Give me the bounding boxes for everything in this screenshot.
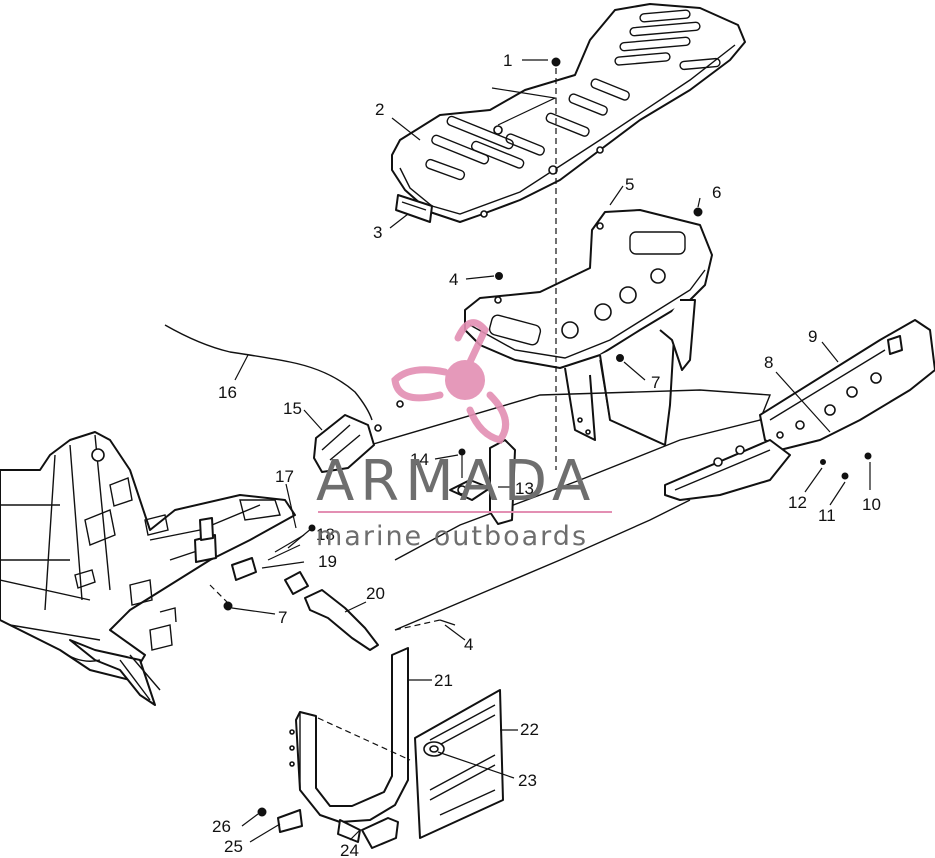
callout-16: 16 — [218, 383, 237, 402]
callout-12: 12 — [788, 493, 807, 512]
armada-watermark: ARMADA marine outboards — [316, 449, 612, 552]
watermark-brand: ARMADA — [316, 449, 596, 514]
callout-2: 2 — [375, 100, 384, 119]
rack-bracket-part — [395, 194, 433, 223]
tail-light-part — [164, 324, 404, 473]
callout-10: 10 — [862, 495, 881, 514]
callout-8: 8 — [764, 353, 773, 372]
callout-18: 18 — [316, 525, 335, 544]
callout-14: 14 — [410, 450, 429, 469]
callout-15: 15 — [283, 399, 302, 418]
callout-4-lower: 4 — [464, 635, 473, 654]
armada-propeller-logo — [391, 319, 510, 444]
callout-19: 19 — [318, 552, 337, 571]
strap-part — [304, 589, 379, 651]
mud-flap-part — [414, 689, 504, 839]
callout-numbers: 1 2 3 4 5 6 7 8 9 10 11 12 13 14 15 16 1… — [212, 51, 881, 858]
callout-22: 22 — [520, 720, 539, 739]
callout-26: 26 — [212, 817, 231, 836]
alignment-lines — [394, 57, 872, 631]
callout-9: 9 — [808, 327, 817, 346]
callout-5: 5 — [625, 175, 634, 194]
callout-1: 1 — [503, 51, 512, 70]
callout-17: 17 — [275, 467, 294, 486]
callout-3: 3 — [373, 223, 382, 242]
rack-support-frame-part — [464, 209, 713, 446]
lower-hardware — [257, 807, 399, 849]
frame-assembly — [0, 431, 296, 706]
callout-4-upper: 4 — [449, 270, 458, 289]
callout-24: 24 — [340, 841, 359, 858]
watermark-tagline: marine outboards — [316, 521, 588, 552]
fastener-group — [209, 524, 316, 611]
callout-7-left: 7 — [278, 608, 287, 627]
callout-23: 23 — [518, 771, 537, 790]
callout-21: 21 — [434, 671, 453, 690]
hitch-loop-part — [289, 647, 411, 823]
callout-6: 6 — [712, 183, 721, 202]
callout-7-right: 7 — [651, 373, 660, 392]
bumper-plate-part — [664, 319, 935, 501]
leader-lines — [231, 59, 871, 843]
callout-11: 11 — [818, 506, 836, 525]
rear-rack-part — [391, 3, 746, 223]
callout-20: 20 — [366, 584, 385, 603]
callout-13: 13 — [515, 479, 534, 498]
callout-25: 25 — [224, 837, 243, 856]
